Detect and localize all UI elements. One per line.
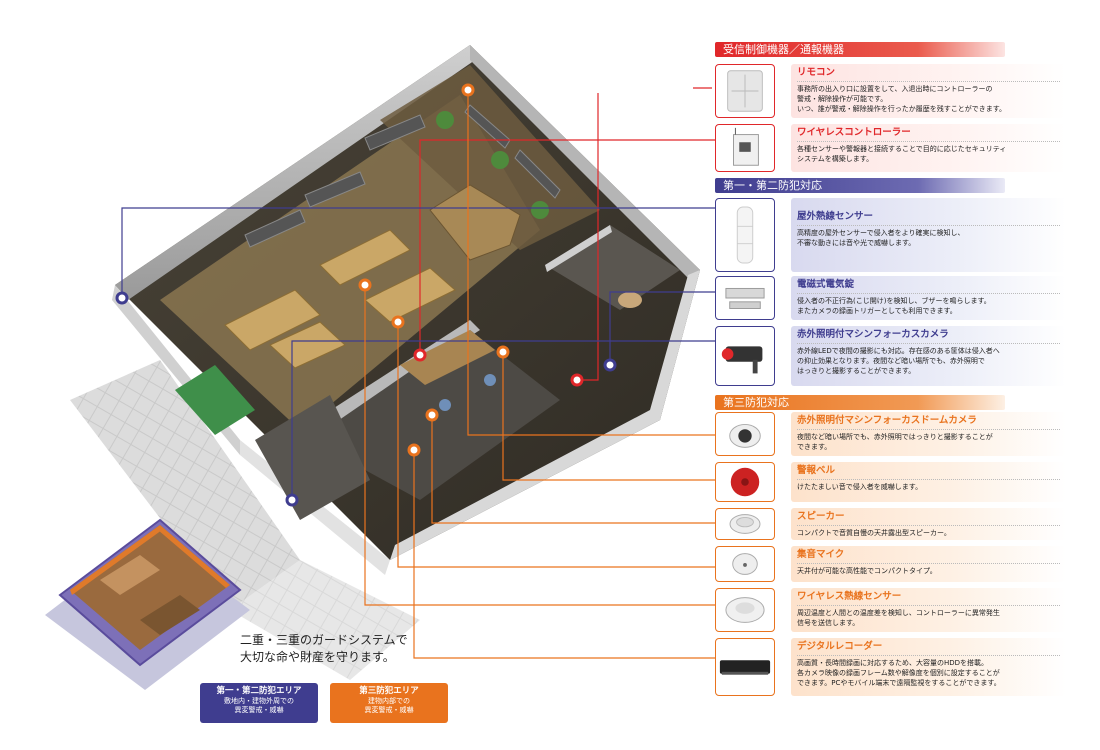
marker-controller — [413, 348, 427, 362]
ir-camera-description: 赤外照明付マシンフォーカスカメラ 赤外線LEDで夜間の撮影にも対応。存在感のある… — [791, 326, 1066, 386]
paved-ground — [70, 360, 300, 610]
microphone-body: 天井付が可能な高性能でコンパクトタイプ。 — [797, 567, 937, 575]
dome-camera-thumbnail — [715, 412, 775, 456]
wireless-sensor-title: ワイヤレス熱線センサー — [797, 591, 1060, 606]
caption: 二重・三重のガードシステムで 大切な命や財産を守ります。 — [240, 633, 408, 664]
marker-ir-camera — [285, 493, 299, 507]
office-chairs — [439, 374, 496, 411]
marker-wireless-sensor — [358, 278, 372, 292]
line-outdoor-sensor — [121, 207, 715, 298]
outdoor-sensor-body: 高精度の屋外センサーで侵入者をより確実に検知し、 不審な動きには音や光で威嚇しま… — [797, 229, 965, 247]
line-speaker — [431, 415, 715, 524]
section-header-third: 第三防犯対応 — [715, 395, 1005, 410]
legend-third-title: 第三防犯エリア — [359, 686, 419, 696]
reception-counter — [429, 184, 521, 261]
storage-wall — [545, 225, 612, 272]
remote-description: リモコン 事務所の出入り口に設置をして、入退出時にコントローラーの 警戒・解除操… — [791, 64, 1066, 118]
marker-recorder — [407, 443, 421, 457]
microphone-description: 集音マイク 天井付が可能な高性能でコンパクトタイプ。 — [791, 546, 1066, 582]
speaker-body: コンパクトで音質自慢の天井露出型スピーカー。 — [797, 529, 951, 537]
legend-third-desc: 建物内部での 異変警戒・威嚇 — [364, 697, 414, 714]
controller-body: 各種センサーや警報器と接続することで目的に応じたセキュリティ システムを構築しま… — [797, 145, 1007, 163]
magnetic-lock-description: 電磁式電気錠 侵入者の不正行為(こじ開け)を検知し、ブザーを鳴らします。 またカ… — [791, 276, 1066, 320]
line-dome-camera — [467, 90, 715, 436]
marker-speaker — [425, 408, 439, 422]
marker-remote — [570, 373, 584, 387]
bell-title: 警報ベル — [797, 465, 1060, 480]
wireless-sensor-thumbnail — [715, 588, 775, 632]
marker-outdoor-sensor — [115, 291, 129, 305]
line-controller — [419, 139, 715, 355]
controller-title: ワイヤレスコントローラー — [797, 127, 1060, 142]
speaker-title: スピーカー — [797, 511, 1060, 526]
legend-first-second-title: 第一・第二防犯エリア — [216, 686, 302, 696]
wall-shelves — [244, 104, 561, 248]
line-wireless-sensor — [364, 285, 715, 606]
controller-thumbnail — [715, 124, 775, 172]
dome-camera-body: 夜間など暗い場所でも、赤外照明ではっきりと撮影することが できます。 — [797, 433, 993, 451]
line-ir-camera — [291, 340, 715, 500]
outer-wall-right — [470, 45, 700, 280]
marker-bell — [496, 345, 510, 359]
recorder-thumbnail — [715, 638, 775, 696]
remote-body: 事務所の出入り口に設置をして、入退出時にコントローラーの 警戒・解除操作が可能で… — [797, 85, 1007, 113]
entrance-mat — [175, 365, 255, 435]
ir-camera-title: 赤外照明付マシンフォーカスカメラ — [797, 329, 1060, 344]
magnetic-lock-title: 電磁式電気錠 — [797, 279, 1060, 294]
bell-description: 警報ベル けたたましい音で侵入者を威嚇します。 — [791, 462, 1066, 502]
connector-lines — [121, 87, 715, 659]
ir-camera-thumbnail — [715, 326, 775, 386]
dome-camera-title: 赤外照明付マシンフォーカスドームカメラ — [797, 415, 1060, 430]
bell-thumbnail — [715, 462, 775, 502]
legend-first-second: 第一・第二防犯エリア 敷地内・建物外周での 異変警戒・威嚇 — [200, 683, 318, 723]
paved-ground-right — [230, 560, 420, 680]
magnetic-lock-body: 侵入者の不正行為(こじ開け)を検知し、ブザーを鳴らします。 またカメラの録画トリ… — [797, 297, 991, 315]
office-desks — [400, 330, 495, 385]
markers — [115, 83, 617, 507]
display-cabinets — [224, 229, 456, 369]
marker-dome-camera — [461, 83, 475, 97]
storage-item — [618, 292, 642, 308]
wireless-sensor-body: 周辺温度と人間との温度差を検知し、コントローラーに異常発生 信号を送信します。 — [797, 609, 1000, 627]
recorder-title: デジタルレコーダー — [797, 641, 1060, 656]
microphone-title: 集音マイク — [797, 549, 1060, 564]
remote-title: リモコン — [797, 67, 1060, 82]
line-recorder — [413, 450, 715, 659]
legend-first-second-desc: 敷地内・建物外周での 異変警戒・威嚇 — [224, 697, 294, 714]
recorder-body: 高画質・長時間録画に対応するため、大容量のHDDを搭載。 各カメラ映像の録画フレ… — [797, 659, 1001, 687]
speaker-description: スピーカー コンパクトで音質自慢の天井露出型スピーカー。 — [791, 508, 1066, 540]
line-remote — [577, 93, 599, 381]
recorder-description: デジタルレコーダー 高画質・長時間録画に対応するため、大容量のHDDを搭載。 各… — [791, 638, 1066, 696]
microphone-thumbnail — [715, 546, 775, 582]
line-bell — [502, 352, 715, 481]
outdoor-sensor-title: 屋外熱線センサー — [797, 211, 1060, 226]
line-microphone — [397, 322, 715, 568]
marker-magnetic-lock — [603, 358, 617, 372]
marker-microphone — [391, 315, 405, 329]
remote-thumbnail — [715, 64, 775, 118]
outdoor-sensor-thumbnail — [715, 198, 775, 272]
speaker-thumbnail — [715, 508, 775, 540]
section-header-first-second: 第一・第二防犯対応 — [715, 178, 1005, 193]
legend-third: 第三防犯エリア 建物内部での 異変警戒・威嚇 — [330, 683, 448, 723]
controller-description: ワイヤレスコントローラー 各種センサーや警報器と接続することで目的に応じたセキュ… — [791, 124, 1066, 172]
section-header-control: 受信制御機器／通報機器 — [715, 42, 1005, 57]
bathroom-room — [255, 395, 370, 520]
outdoor-sensor-description: 屋外熱線センサー 高精度の屋外センサーで侵入者をより確実に検知し、 不審な動きに… — [791, 198, 1066, 272]
ir-camera-body: 赤外線LEDで夜間の撮影にも対応。存在感のある筐体は侵入者へ の抑止効果となりま… — [797, 347, 1000, 375]
bell-body: けたたましい音で侵入者を威嚇します。 — [797, 483, 923, 491]
plants — [436, 111, 549, 219]
mini-building — [45, 518, 250, 690]
magnetic-lock-thumbnail — [715, 276, 775, 320]
outer-wall-back — [115, 45, 478, 300]
wireless-sensor-description: ワイヤレス熱線センサー 周辺温度と人間との温度差を検知し、コントローラーに異常発… — [791, 588, 1066, 632]
dome-camera-description: 赤外照明付マシンフォーカスドームカメラ 夜間など暗い場所でも、赤外照明ではっきり… — [791, 412, 1066, 456]
